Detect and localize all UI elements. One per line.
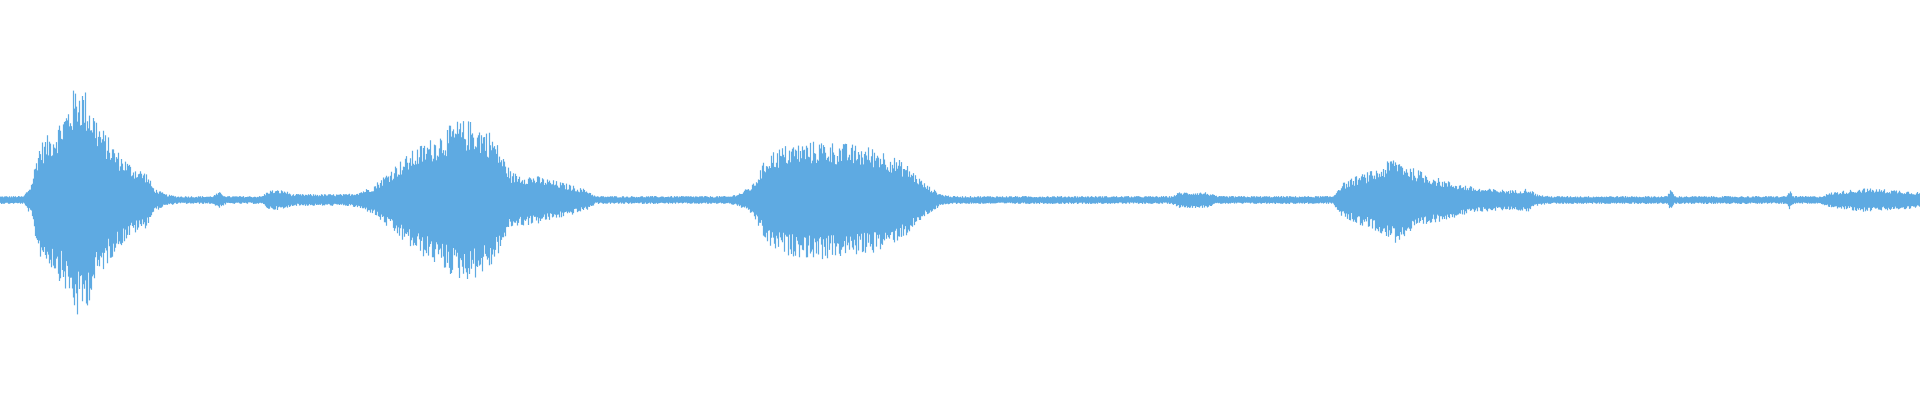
waveform-bars — [0, 90, 1920, 315]
